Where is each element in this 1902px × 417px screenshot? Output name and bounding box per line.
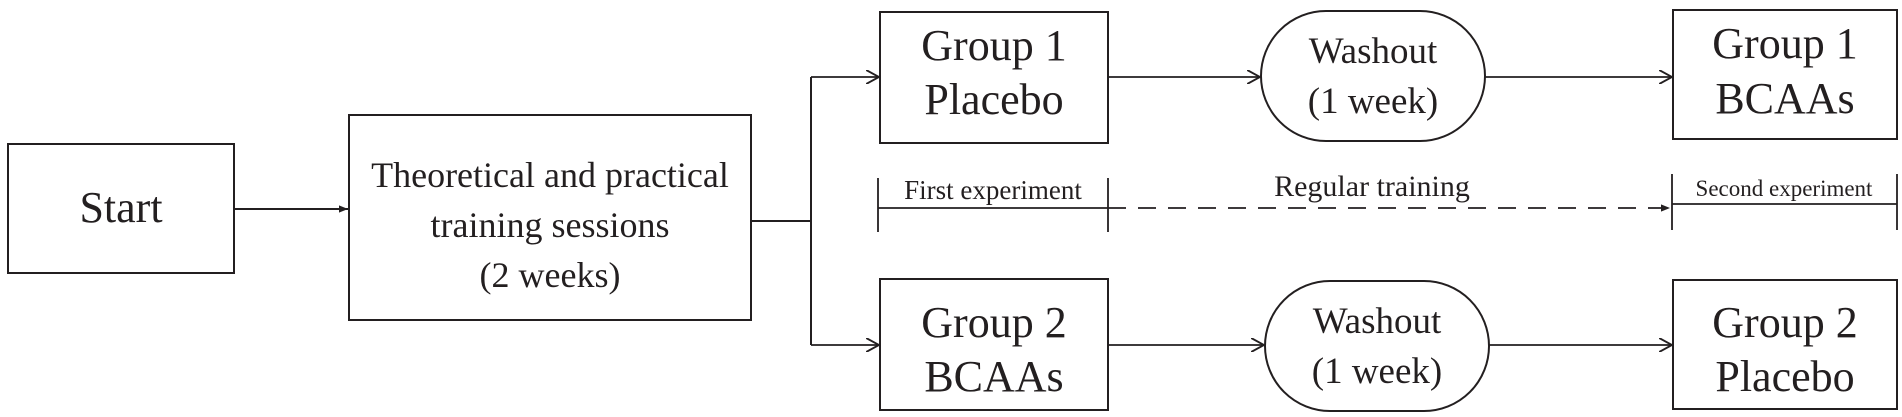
group1-bcaas-line2: BCAAs (1715, 74, 1854, 123)
regular-training-label: Regular training (1274, 170, 1470, 203)
first-experiment-label: First experiment (904, 175, 1082, 205)
group1-placebo-box: Group 1 Placebo (879, 11, 1109, 144)
training-label-line3: (2 weeks) (480, 255, 621, 295)
group1-bcaas-box: Group 1 BCAAs (1672, 9, 1898, 140)
group1-washout-node: Washout (1 week) (1260, 10, 1486, 142)
group2-placebo-box: Group 2 Placebo (1672, 279, 1898, 410)
training-box: Theoretical and practical training sessi… (348, 114, 752, 321)
training-label-line2: training sessions (431, 205, 670, 245)
training-label-line1: Theoretical and practical (371, 155, 729, 195)
first-experiment-bracket: First experiment (877, 175, 1109, 232)
start-box: Start (7, 143, 235, 274)
group2-bcaas-line2: BCAAs (924, 352, 1063, 401)
group2-bcaas-box: Group 2 BCAAs (879, 278, 1109, 411)
group1-placebo-line1: Group 1 (921, 21, 1066, 70)
group2-washout-line1: Washout (1313, 301, 1442, 342)
group2-washout-line2: (1 week) (1312, 351, 1442, 392)
second-experiment-bracket: Second experiment (1671, 174, 1898, 230)
group2-washout-node: Washout (1 week) (1264, 280, 1490, 412)
start-label: Start (79, 183, 162, 232)
group1-bcaas-line1: Group 1 (1712, 19, 1857, 68)
group1-washout-line1: Washout (1309, 31, 1438, 72)
group2-bcaas-line1: Group 2 (921, 298, 1066, 347)
group1-washout-line2: (1 week) (1308, 81, 1438, 122)
second-experiment-label: Second experiment (1696, 176, 1874, 201)
group1-placebo-line2: Placebo (924, 75, 1063, 124)
group2-placebo-line1: Group 2 (1712, 298, 1857, 347)
group2-placebo-line2: Placebo (1715, 352, 1854, 401)
